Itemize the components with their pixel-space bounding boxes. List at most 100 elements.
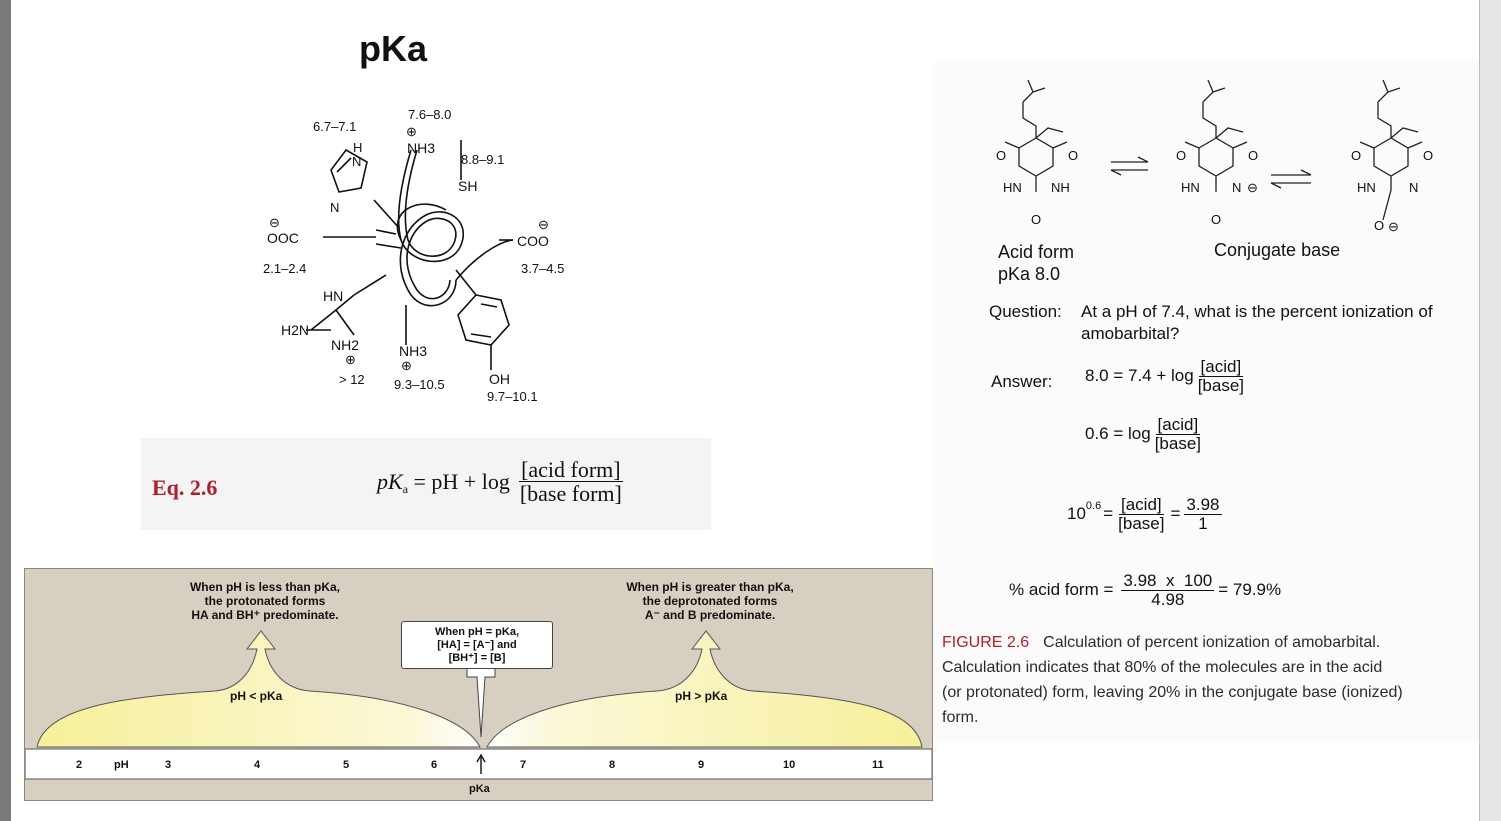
struct3-o-right: O [1423, 148, 1434, 163]
answer-eq2-lhs: 0.6 = log [1085, 424, 1151, 444]
ph-chart: 2 pH 3 4 5 6 7 8 9 10 11 pKa When pH is … [24, 568, 933, 801]
tick-4: 4 [254, 759, 261, 771]
answer-eq2: 0.6 = log [acid] [base] [1085, 416, 1203, 453]
answer-eq3-base-term: [base] [1118, 513, 1165, 533]
equation-lhs: pK [377, 468, 403, 494]
answer-eq3-fraction-1: [acid] [base] [1116, 496, 1166, 533]
range-tyr: 9.7–10.1 [487, 389, 538, 404]
answer-eq3-fraction-2: 3.98 1 [1184, 495, 1222, 533]
struct3-o-bottom: O [1374, 218, 1385, 233]
center-note: When pH = pKa, [HA] = [A⁻] and [BH⁺] = [… [401, 621, 553, 669]
tick-8: 8 [609, 759, 616, 771]
answer-eq4-num: 3.98 x 100 [1121, 571, 1215, 591]
struct3-o-left: O [1351, 148, 1362, 163]
answer-eq3-den: 1 [1198, 513, 1208, 533]
struct2-minus-icon: ⊖ [1247, 180, 1258, 195]
tick-3: 3 [165, 759, 172, 771]
struct3-hn: HN [1357, 180, 1376, 195]
answer-eq3-acid: [acid] [1118, 495, 1164, 515]
answer-eq3-base: 10 [1067, 504, 1086, 524]
range-lys-bottom: 9.3–10.5 [394, 377, 445, 392]
left-note-line-2: the protonated forms [204, 594, 326, 608]
tick-11: 11 [872, 759, 884, 771]
amobarbital-panel: O O HN NH O O O HN N ⊖ O O O HN N O ⊖ Ac… [933, 62, 1479, 742]
right-note-line-2: the deprotonated forms [642, 594, 778, 608]
equation-numerator: [acid form] [519, 457, 623, 483]
answer-eq2-base: [base] [1154, 433, 1202, 453]
acid-form-label: Acid form [998, 242, 1075, 262]
right-note-line-3: A⁻ and B predominate. [644, 608, 776, 622]
equation-lhs-sub: a [402, 482, 409, 497]
answer-eq4-lhs: % acid form = [1009, 580, 1114, 600]
right-region-label: pH > pKa [675, 689, 728, 703]
right-note-line-1: When pH is greater than pKa, [626, 580, 794, 594]
amobarbital-structures [1004, 79, 1423, 221]
answer-eq3: 10 0.6 = [acid] [base] = 3.98 1 [1067, 496, 1222, 533]
tick-2: 2 [76, 759, 83, 771]
answer-eq1-base: [base] [1197, 375, 1245, 395]
struct3-n: N [1409, 180, 1419, 195]
equation-label: Eq. 2.6 [152, 475, 218, 500]
ph-chart-shapes [25, 630, 932, 780]
left-note-line-3: HA and BH⁺ predominate. [191, 608, 339, 622]
group-h2n: H2N [281, 322, 310, 338]
equation-panel: Eq. 2.6 pK a = pH + log [acid form] [bas… [141, 438, 711, 530]
struct1-o-left: O [996, 148, 1007, 163]
struct2-o-right: O [1248, 148, 1259, 163]
tick-9: 9 [698, 759, 705, 771]
group-sh: SH [458, 178, 478, 194]
range-cterm: 2.1–2.4 [263, 261, 307, 276]
caption-text-line-4: form. [942, 709, 979, 726]
struct2-o-bottom: O [1211, 212, 1222, 227]
answer-eq2-acid: [acid] [1155, 415, 1201, 435]
range-lys-top: 7.6–8.0 [408, 107, 452, 122]
range-his: 6.7–7.1 [313, 119, 357, 134]
caption-text-line-1: Calculation of percent ionization of amo… [1043, 634, 1381, 651]
answer-eq3-exponent: 0.6 [1085, 500, 1102, 513]
question-line-2: amobarbital? [1081, 324, 1180, 343]
caption-text-line-2: Calculation indicates that 80% of the mo… [942, 659, 1383, 676]
question-label: Question: [989, 302, 1062, 321]
answer-eq3-equals-1: = [1103, 504, 1114, 524]
slide-title: pKa [359, 28, 428, 69]
ring-h: H [353, 140, 363, 155]
tick-10: 10 [783, 759, 796, 771]
caption-text-line-3: (or protonated) form, leaving 20% in the… [942, 684, 1403, 701]
tick-7: 7 [520, 759, 527, 771]
tick-6: 6 [431, 759, 438, 771]
answer-eq3-equals-2: = [1170, 504, 1181, 524]
struct2-n: N [1232, 180, 1242, 195]
protein-pka-diagram: 6.7–7.1 7.6–8.0 8.8–9.1 2.1–2.4 3.7–4.5 … [251, 100, 581, 410]
ring-n1: N [352, 154, 362, 169]
tick-5: 5 [343, 759, 350, 771]
center-note-line-3: [BH⁺] = [B] [448, 652, 506, 664]
equation-middle: = pH + log [408, 468, 510, 494]
answer-eq4: % acid form = 3.98 x 100 4.98 = 79.9% [1009, 572, 1281, 609]
equation-body: pK a = pH + log [acid form] [base form] [377, 458, 624, 505]
group-coo: COO [517, 233, 549, 249]
answer-eq3-num: 3.98 [1184, 495, 1222, 515]
conjugate-base-label: Conjugate base [1214, 240, 1341, 260]
question-line-1: At a pH of 7.4, what is the percent ioni… [1081, 302, 1433, 321]
answer-eq4-fraction: 3.98 x 100 4.98 [1121, 571, 1215, 609]
ring-n2: N [330, 200, 340, 215]
answer-eq2-fraction: [acid] [base] [1153, 416, 1203, 453]
answer-eq4-result: = 79.9% [1218, 580, 1282, 600]
pka-marker-label: pKa [469, 783, 490, 795]
group-nh3-bottom: NH3 [399, 343, 428, 359]
equation-denominator: [base form] [519, 481, 622, 507]
center-note-line-1: When pH = pKa, [434, 626, 520, 638]
left-note: When pH is less than pKa, the protonated… [165, 580, 365, 622]
struct1-o-right: O [1068, 148, 1079, 163]
answer-eq1-fraction: [acid] [base] [1196, 358, 1246, 395]
left-region-label: pH < pKa [230, 689, 283, 703]
right-note: When pH is greater than pKa, the deproto… [605, 580, 815, 622]
protein-backbone-drawing [306, 140, 514, 370]
answer-label: Answer: [991, 372, 1053, 391]
minus-charge-left: ⊖ [269, 215, 280, 230]
plus-charge-arg: ⊕ [345, 352, 356, 367]
minus-charge-right: ⊖ [538, 217, 549, 232]
slide: pKa [11, 0, 1479, 821]
